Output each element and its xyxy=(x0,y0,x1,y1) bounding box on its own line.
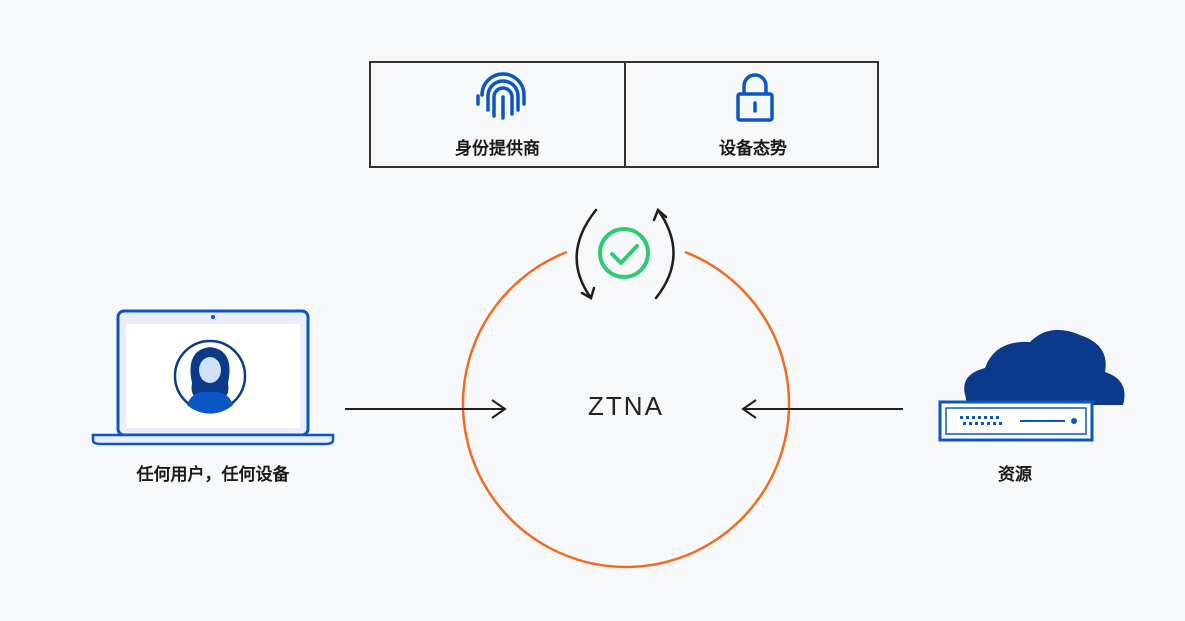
ztna-ring xyxy=(461,250,791,569)
refresh-arrows-icon xyxy=(575,207,675,300)
arrow-user-to-ztna xyxy=(345,399,507,419)
provider-label-posture: 设备态势 xyxy=(719,139,787,159)
fingerprint-icon xyxy=(476,72,526,120)
check-circle-icon xyxy=(598,227,650,279)
laptop-user-icon xyxy=(91,309,335,446)
provider-label-identity: 身份提供商 xyxy=(455,139,540,159)
arrow-resource-to-ztna xyxy=(741,399,903,419)
resource-label: 资源 xyxy=(998,465,1032,485)
provider-box-posture xyxy=(624,61,879,168)
ztna-label: ZTNA xyxy=(588,391,664,421)
cloud-server-icon xyxy=(938,329,1125,442)
user-device-label: 任何用户，任何设备 xyxy=(136,465,290,485)
lock-icon xyxy=(736,73,774,122)
